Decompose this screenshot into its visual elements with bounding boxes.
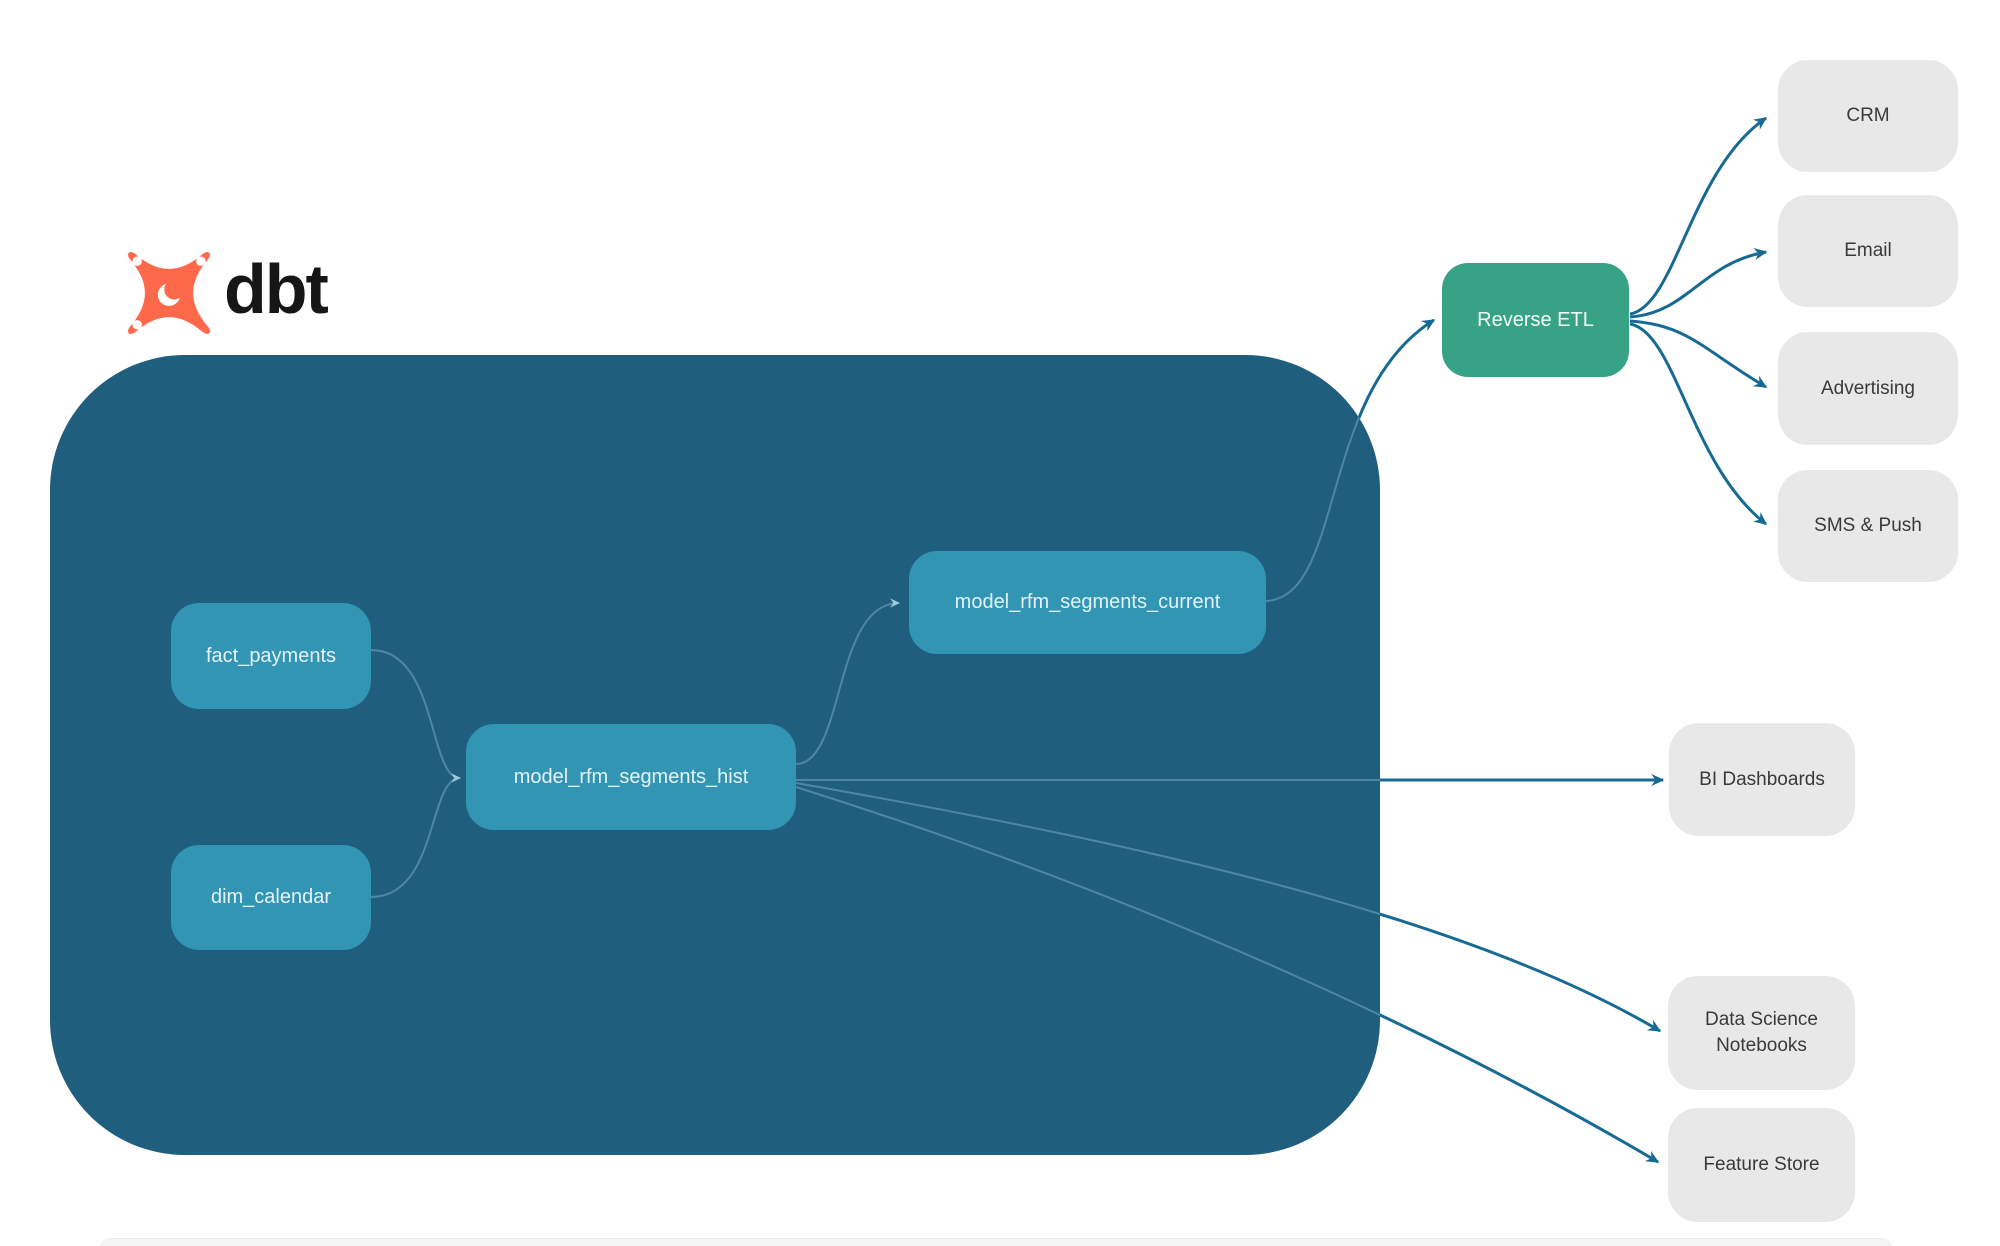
dbt-logo: dbt: [126, 250, 329, 336]
node-label: BI Dashboards: [1699, 768, 1825, 790]
node-fact-payments: fact_payments: [171, 603, 371, 709]
node-label: model_rfm_segments_hist: [513, 765, 749, 788]
node-label: Reverse ETL: [1477, 308, 1594, 331]
node-label: CRM: [1846, 105, 1890, 127]
edge-reverse-etl-to-sms-push: [1629, 322, 1768, 526]
node-label: Data Science Notebooks: [1704, 1009, 1818, 1056]
node-label: Email: [1844, 240, 1892, 262]
node-label: dim_calendar: [210, 886, 332, 908]
node-reverse-etl: Reverse ETL: [1442, 263, 1629, 377]
edge-reverse-etl-to-email: [1629, 248, 1768, 319]
edge-reverse-etl-to-advertising: [1629, 319, 1768, 389]
node-advertising: Advertising: [1778, 332, 1958, 445]
dbt-logo-text: dbt: [224, 250, 329, 328]
node-feature-store: Feature Store: [1668, 1108, 1855, 1222]
dbt-logo-icon: [128, 252, 210, 334]
node-model-rfm-segments-current: model_rfm_segments_current: [909, 551, 1266, 654]
node-label: Advertising: [1821, 377, 1915, 399]
node-bi-dashboards: BI Dashboards: [1669, 723, 1855, 836]
node-data-science-notebooks: Data Science Notebooks: [1668, 976, 1855, 1090]
edge-reverse-etl-to-crm: [1629, 116, 1768, 316]
node-label: SMS & Push: [1814, 515, 1922, 537]
node-email: Email: [1778, 195, 1958, 307]
bottom-strip: [100, 1238, 1892, 1246]
node-dim-calendar: dim_calendar: [171, 845, 371, 950]
node-label: Feature Store: [1703, 1154, 1820, 1176]
node-label: model_rfm_segments_current: [954, 591, 1221, 613]
node-crm: CRM: [1778, 60, 1958, 172]
node-sms-push: SMS & Push: [1778, 470, 1958, 582]
node-model-rfm-segments-hist: model_rfm_segments_hist: [466, 724, 796, 830]
node-label: fact_payments: [205, 644, 337, 667]
